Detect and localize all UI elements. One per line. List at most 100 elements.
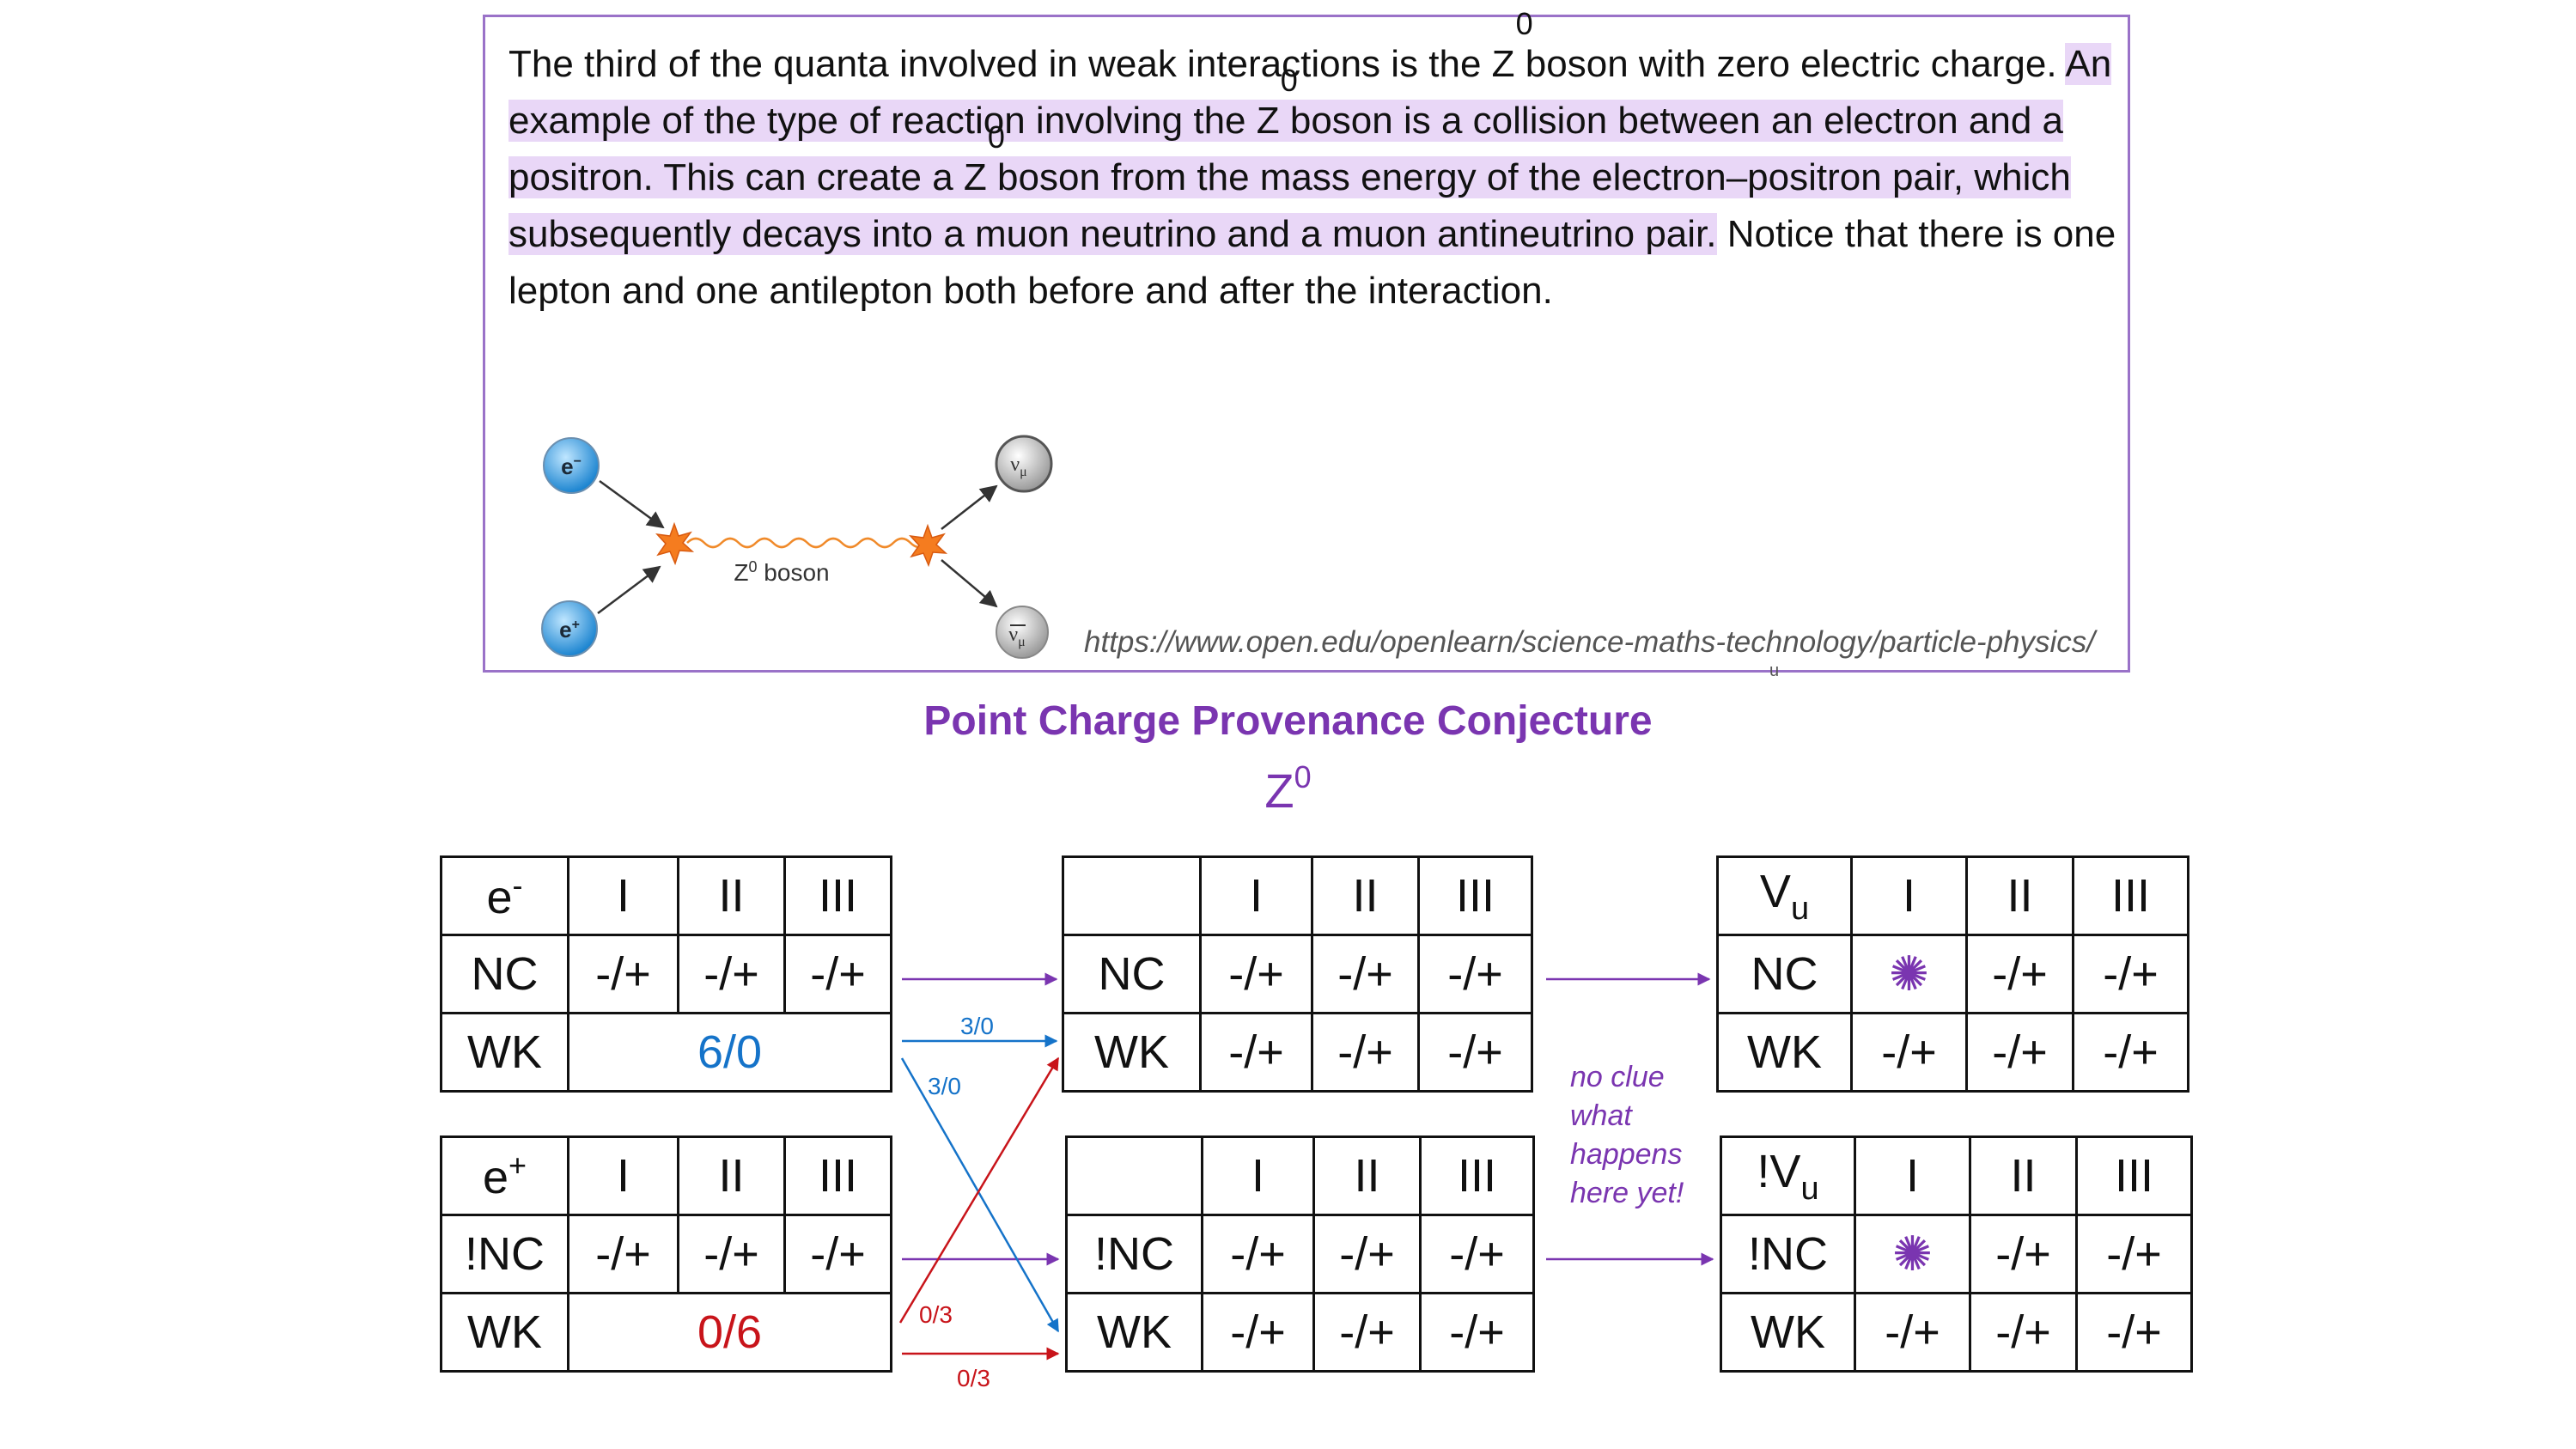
arrow-label: 3/0: [960, 1013, 994, 1039]
gen-header: II: [677, 1135, 786, 1216]
table-row: NC ✺ -/+ -/+: [1716, 934, 2189, 1014]
electron-arrow: [599, 479, 665, 529]
gen-header: III: [783, 1135, 892, 1216]
row-label: !NC: [1065, 1214, 1203, 1294]
arrow-label: 3/0: [928, 1073, 961, 1099]
diagram-title: Point Charge Provenance Conjecture: [923, 698, 1653, 744]
particle-name: e+: [440, 1135, 569, 1216]
arrow-weak-electron-lower: [900, 1057, 1060, 1333]
table-cell: -/+: [1417, 934, 1533, 1014]
row-label: WK: [1062, 1012, 1202, 1093]
arrow-label: 0/3: [919, 1301, 953, 1328]
antineutrino-arrow: [941, 559, 998, 608]
table-cell: -/+: [1311, 934, 1420, 1014]
source-url: https://www.open.edu/openlearn/science-m…: [1084, 625, 2096, 659]
gen-header: II: [1311, 855, 1420, 936]
table-cell: -/+: [1311, 1012, 1420, 1093]
table-cell: -/+: [1965, 1012, 2074, 1093]
svg-text:νμ: νμ: [1008, 624, 1025, 649]
row-label: WK: [440, 1012, 569, 1093]
table-cell: -/+: [2072, 1012, 2189, 1093]
table-cell: -/+: [1969, 1214, 2078, 1294]
url-overflow-char: u: [1769, 661, 1780, 680]
row-label: WK: [1716, 1012, 1853, 1093]
note-line: happens: [1570, 1138, 1683, 1171]
particle-name: e-: [440, 855, 569, 936]
arrow-label: 0/3: [957, 1365, 990, 1391]
row-label: WK: [440, 1292, 569, 1373]
gen-header: I: [1201, 1135, 1315, 1216]
table-row: WK -/+ -/+ -/+: [1720, 1292, 2193, 1373]
row-label: NC: [1062, 934, 1202, 1014]
table-cell: -/+: [2075, 1292, 2193, 1373]
table-cell: -/+: [1417, 1012, 1533, 1093]
particle-name: [1065, 1135, 1203, 1216]
table-cell: -/+: [1201, 1214, 1315, 1294]
boson-label: Z0 boson: [734, 558, 829, 586]
table-cell: -/+: [1419, 1292, 1535, 1373]
starburst-icon: ✺: [1854, 1214, 1971, 1294]
z-upper-table: I II III NC -/+ -/+ -/+ WK -/+ -/+ -/+: [1062, 855, 1533, 1093]
starburst-icon: ✺: [1850, 934, 1968, 1014]
muon-antineutrino-table: !Vu I II III !NC ✺ -/+ -/+ WK -/+ -/+ -/…: [1720, 1135, 2193, 1373]
table-cell: -/+: [1965, 934, 2074, 1014]
positron-table: e+ I II III !NC -/+ -/+ -/+ WK 0/6: [440, 1135, 892, 1373]
svg-text:e−: e−: [561, 454, 582, 479]
gen-header: II: [1965, 855, 2074, 936]
table-cell: -/+: [1969, 1292, 2078, 1373]
table-row: WK -/+ -/+ -/+: [1062, 1012, 1533, 1093]
muon-antineutrino-ball: νμ: [996, 606, 1049, 659]
table-cell: -/+: [2072, 934, 2189, 1014]
svg-text:νμ: νμ: [1010, 454, 1026, 479]
table-cell: -/+: [783, 934, 892, 1014]
row-label: NC: [1716, 934, 1853, 1014]
particle-name: [1062, 855, 1202, 936]
table-row: e- I II III: [440, 855, 892, 936]
gen-header: II: [677, 855, 786, 936]
table-cell: -/+: [2075, 1214, 2193, 1294]
table-row: NC -/+ -/+ -/+: [440, 934, 892, 1014]
table-row: WK 6/0: [440, 1012, 892, 1093]
positron-arrow: [597, 565, 661, 614]
table-cell: -/+: [1199, 1012, 1313, 1093]
table-row: I II III: [1065, 1135, 1535, 1216]
table-cell: -/+: [1199, 934, 1313, 1014]
table-cell: -/+: [1201, 1292, 1315, 1373]
row-label: WK: [1720, 1292, 1856, 1373]
table-cell: -/+: [1312, 1292, 1422, 1373]
particle-name: !Vu: [1720, 1135, 1856, 1216]
quote-text: The third of the quanta involved in weak…: [509, 6, 2116, 312]
table-row: WK 0/6: [440, 1292, 892, 1373]
svg-text:e+: e+: [559, 617, 580, 642]
gen-header: III: [1417, 855, 1533, 936]
gen-header: III: [1419, 1135, 1535, 1216]
table-row: !NC -/+ -/+ -/+: [440, 1214, 892, 1294]
table-cell: -/+: [677, 1214, 786, 1294]
gen-header: I: [567, 1135, 679, 1216]
table-row: WK -/+ -/+ -/+: [1065, 1292, 1535, 1373]
electron-ball: e−: [543, 437, 600, 494]
gen-header: III: [2072, 855, 2189, 936]
gen-header: II: [1312, 1135, 1422, 1216]
diagram-subtitle: Z0: [1264, 759, 1312, 818]
positron-ball: e+: [541, 600, 598, 657]
note-line: what: [1570, 1099, 1632, 1132]
annotation-note: no clue what happens here yet!: [1570, 1058, 1684, 1213]
merged-weak-charge: 6/0: [567, 1012, 892, 1093]
note-line: here yet!: [1570, 1177, 1684, 1209]
muon-neutrino-table: Vu I II III NC ✺ -/+ -/+ WK -/+ -/+ -/+: [1716, 855, 2189, 1093]
row-label: WK: [1065, 1292, 1203, 1373]
muon-neutrino-ball: νμ: [995, 435, 1053, 493]
table-row: !NC ✺ -/+ -/+: [1720, 1214, 2193, 1294]
table-cell: -/+: [1850, 1012, 1968, 1093]
particle-name: Vu: [1716, 855, 1853, 936]
table-cell: -/+: [1419, 1214, 1535, 1294]
boson-wave: [686, 537, 929, 549]
row-label: !NC: [440, 1214, 569, 1294]
z-lower-table: I II III !NC -/+ -/+ -/+ WK -/+ -/+ -/+: [1065, 1135, 1535, 1373]
quote-box: [483, 15, 2130, 673]
gen-header: I: [1199, 855, 1313, 936]
table-cell: -/+: [783, 1214, 892, 1294]
table-row: !NC -/+ -/+ -/+: [1065, 1214, 1535, 1294]
gen-header: I: [1854, 1135, 1971, 1216]
